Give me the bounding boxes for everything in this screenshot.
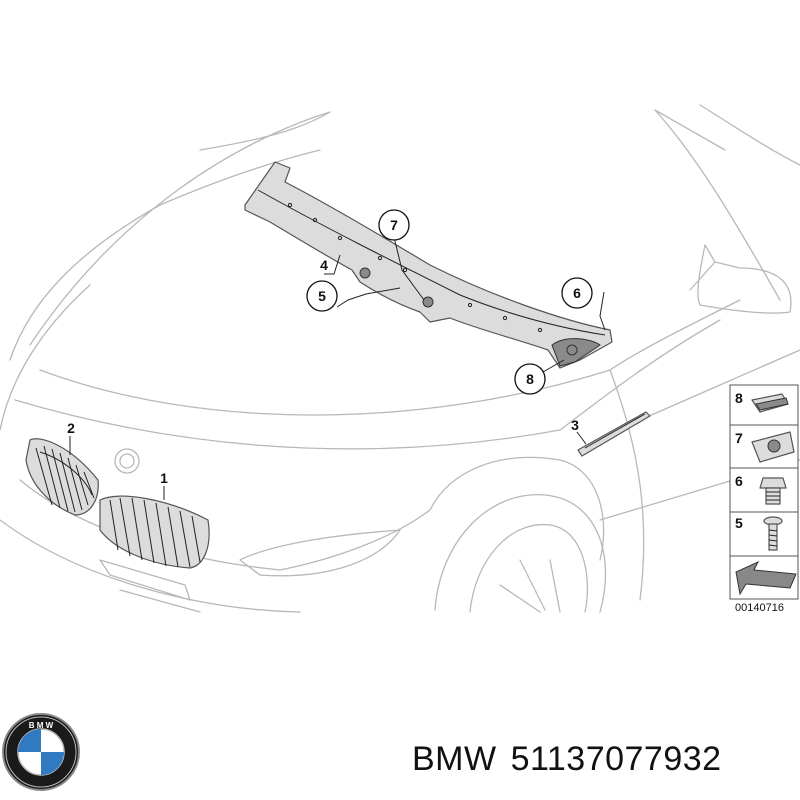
arrow-icon	[735, 560, 797, 596]
leader-lines	[69, 236, 606, 500]
clip-nut-icon	[751, 393, 789, 413]
callout-1-label: 1	[160, 470, 168, 486]
legend-num-6: 6	[735, 473, 743, 489]
part-caption: BMW 51137077932	[412, 740, 736, 779]
svg-text:B M W: B M W	[29, 721, 54, 730]
callout-7-label: 7	[390, 217, 398, 233]
callout-6-label: 6	[573, 285, 581, 301]
brand-name: BMW	[412, 740, 497, 778]
callout-4: 4	[320, 257, 328, 273]
callout-5-label: 5	[318, 288, 326, 304]
callout-3-label: 3	[571, 417, 579, 433]
part-number: 51137077932	[510, 740, 722, 778]
legend-num-5: 5	[735, 515, 743, 531]
callout-2-label: 2	[67, 420, 75, 436]
kidney-grille-left	[25, 438, 99, 516]
legend-box: 8 7 6 5 00140716	[729, 384, 799, 614]
kidney-grille-right	[99, 495, 210, 569]
side-trim-strip	[577, 411, 651, 457]
callout-4-label: 4	[320, 257, 328, 273]
legend-num-7: 7	[735, 430, 743, 446]
callout-5: 5	[306, 280, 338, 312]
callout-3: 3	[571, 417, 579, 433]
callout-8-label: 8	[526, 371, 534, 387]
hex-bolt-icon	[759, 477, 787, 505]
bmw-roundel-icon: B M W	[2, 713, 80, 791]
screw-icon	[763, 516, 783, 551]
callout-1: 1	[160, 470, 168, 486]
cowl-panel-cover	[244, 161, 613, 369]
callout-6: 6	[561, 277, 593, 309]
callout-2: 2	[67, 420, 75, 436]
legend-num-8: 8	[735, 390, 743, 406]
diagram-code: 00140716	[735, 602, 784, 614]
callout-8: 8	[514, 363, 546, 395]
callout-7: 7	[378, 209, 410, 241]
expanding-nut-icon	[751, 431, 795, 463]
